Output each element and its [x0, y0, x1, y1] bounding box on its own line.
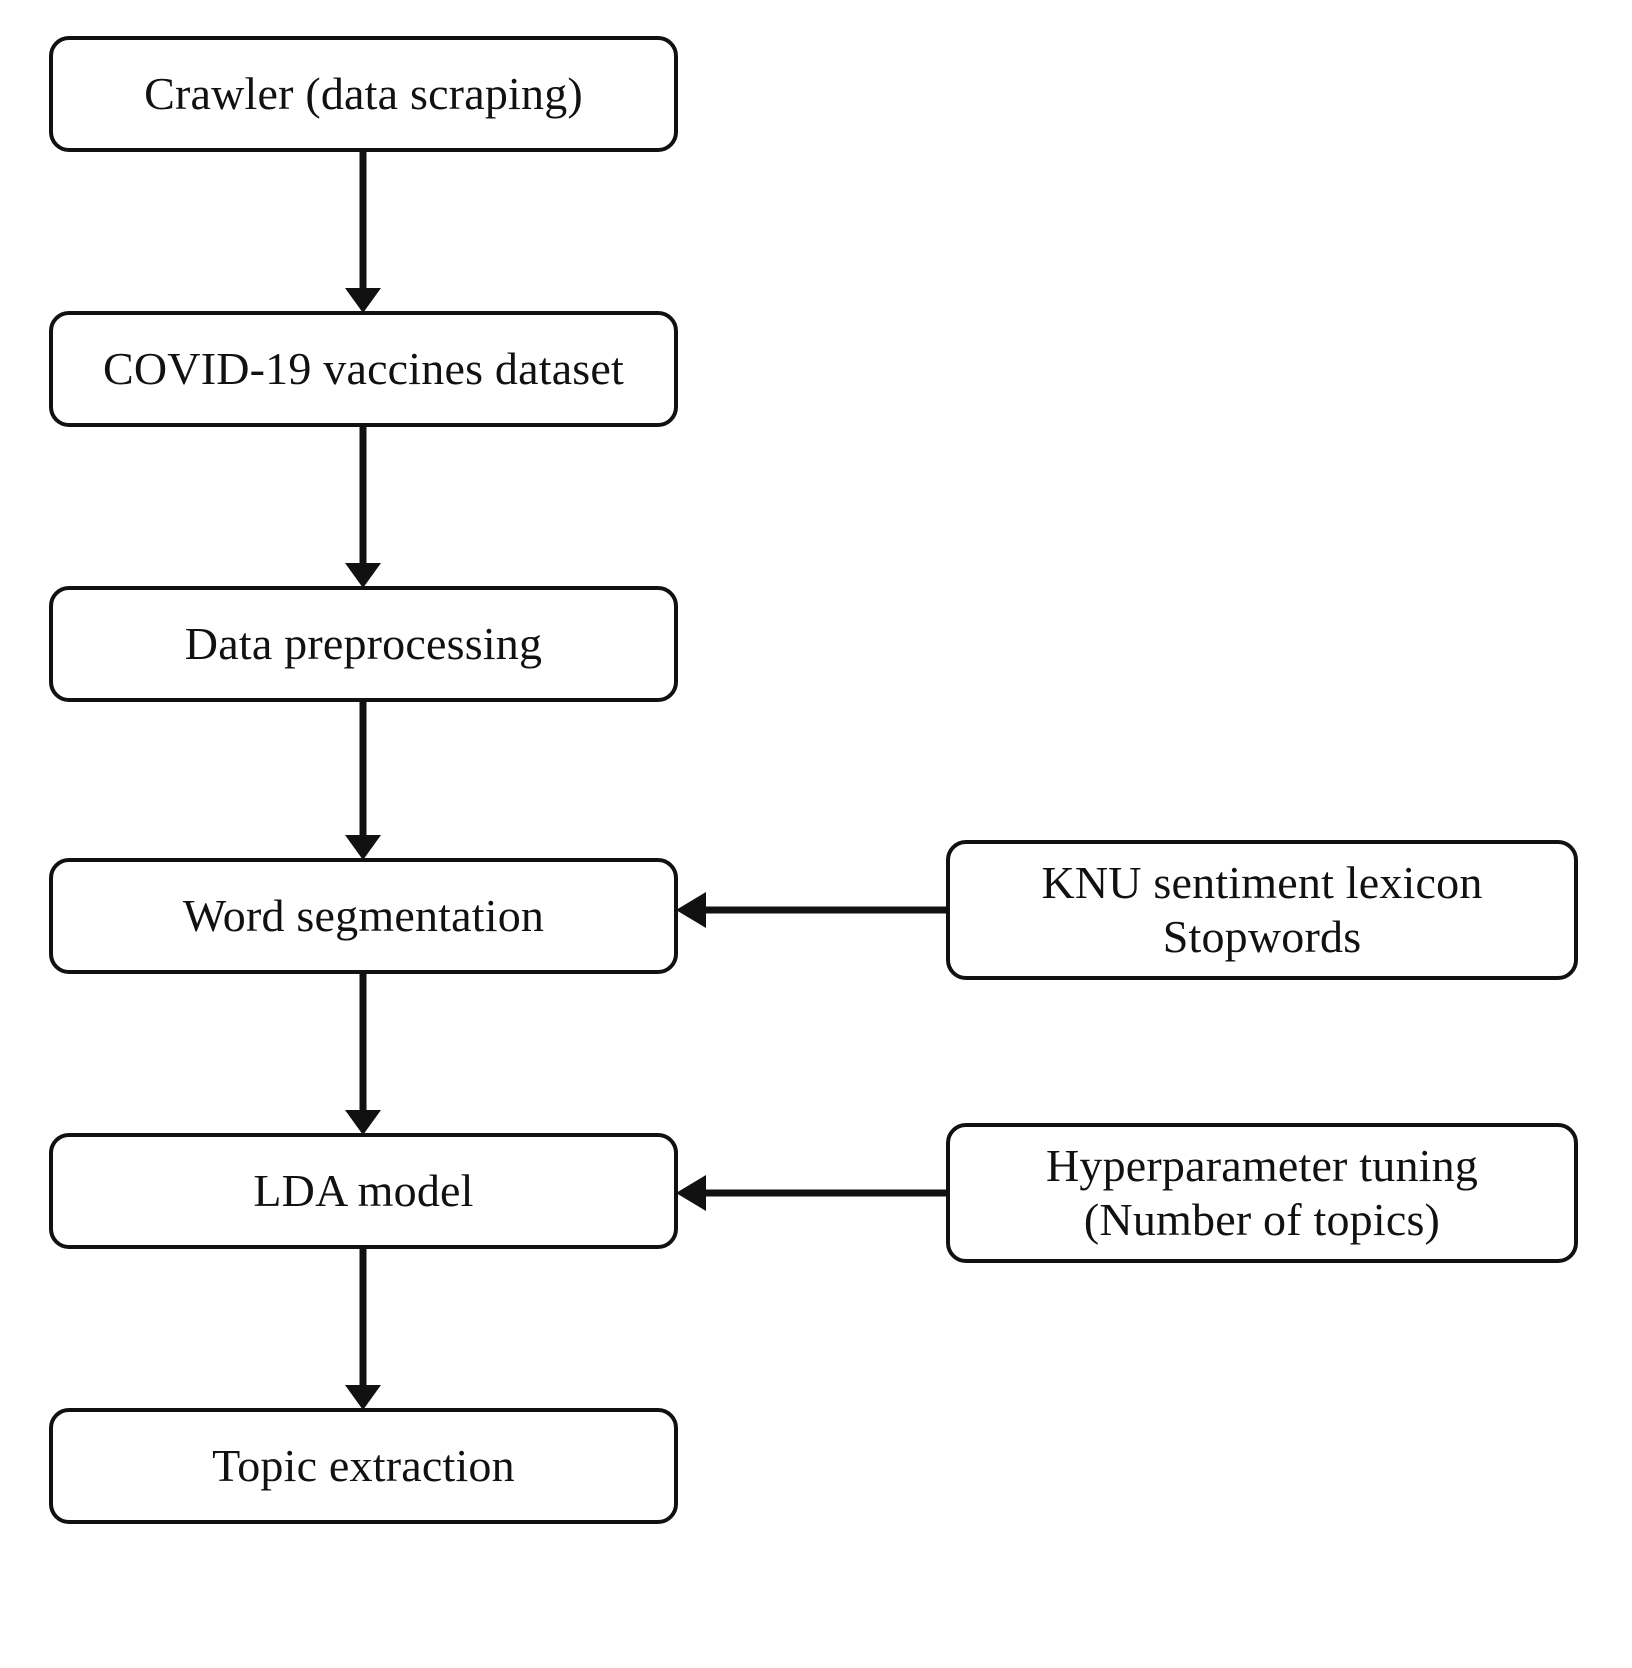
node-lda-label: LDA model — [253, 1164, 474, 1216]
node-lexicon-label-line1: KNU sentiment lexicon — [1041, 856, 1483, 908]
edge-wordseg-to-lda — [345, 974, 381, 1135]
edge-lda-to-topic — [345, 1249, 381, 1410]
edge-lexicon-to-wordseg — [676, 892, 946, 928]
node-hyper-label-line1: Hyperparameter tuning — [1045, 1139, 1479, 1191]
node-hyper-label-line2: (Number of topics) — [1083, 1194, 1441, 1245]
node-preprocess-label: Data preprocessing — [184, 617, 543, 669]
node-wordseg-label: Word segmentation — [182, 889, 545, 941]
node-lda-model[interactable]: LDA model — [49, 1133, 678, 1249]
node-covid19-vaccines-dataset[interactable]: COVID-19 vaccines dataset — [49, 311, 678, 427]
node-dataset-label: COVID-19 vaccines dataset — [102, 342, 625, 394]
edge-preprocess-to-wordseg — [345, 702, 381, 860]
edge-crawler-to-dataset — [345, 152, 381, 313]
node-word-segmentation[interactable]: Word segmentation — [49, 858, 678, 974]
node-lexicon-label-line2: Stopwords — [1162, 911, 1362, 962]
node-topic-extraction[interactable]: Topic extraction — [49, 1408, 678, 1524]
edge-hyper-to-lda — [676, 1175, 946, 1211]
node-topic-label: Topic extraction — [212, 1439, 515, 1491]
edge-dataset-to-preprocess — [345, 427, 381, 588]
node-knu-sentiment-lexicon[interactable]: KNU sentiment lexicon Stopwords — [946, 840, 1578, 980]
node-hyperparameter-tuning[interactable]: Hyperparameter tuning (Number of topics) — [946, 1123, 1578, 1263]
node-crawler[interactable]: Crawler (data scraping) — [49, 36, 678, 152]
node-crawler-label: Crawler (data scraping) — [144, 67, 583, 119]
node-data-preprocessing[interactable]: Data preprocessing — [49, 586, 678, 702]
